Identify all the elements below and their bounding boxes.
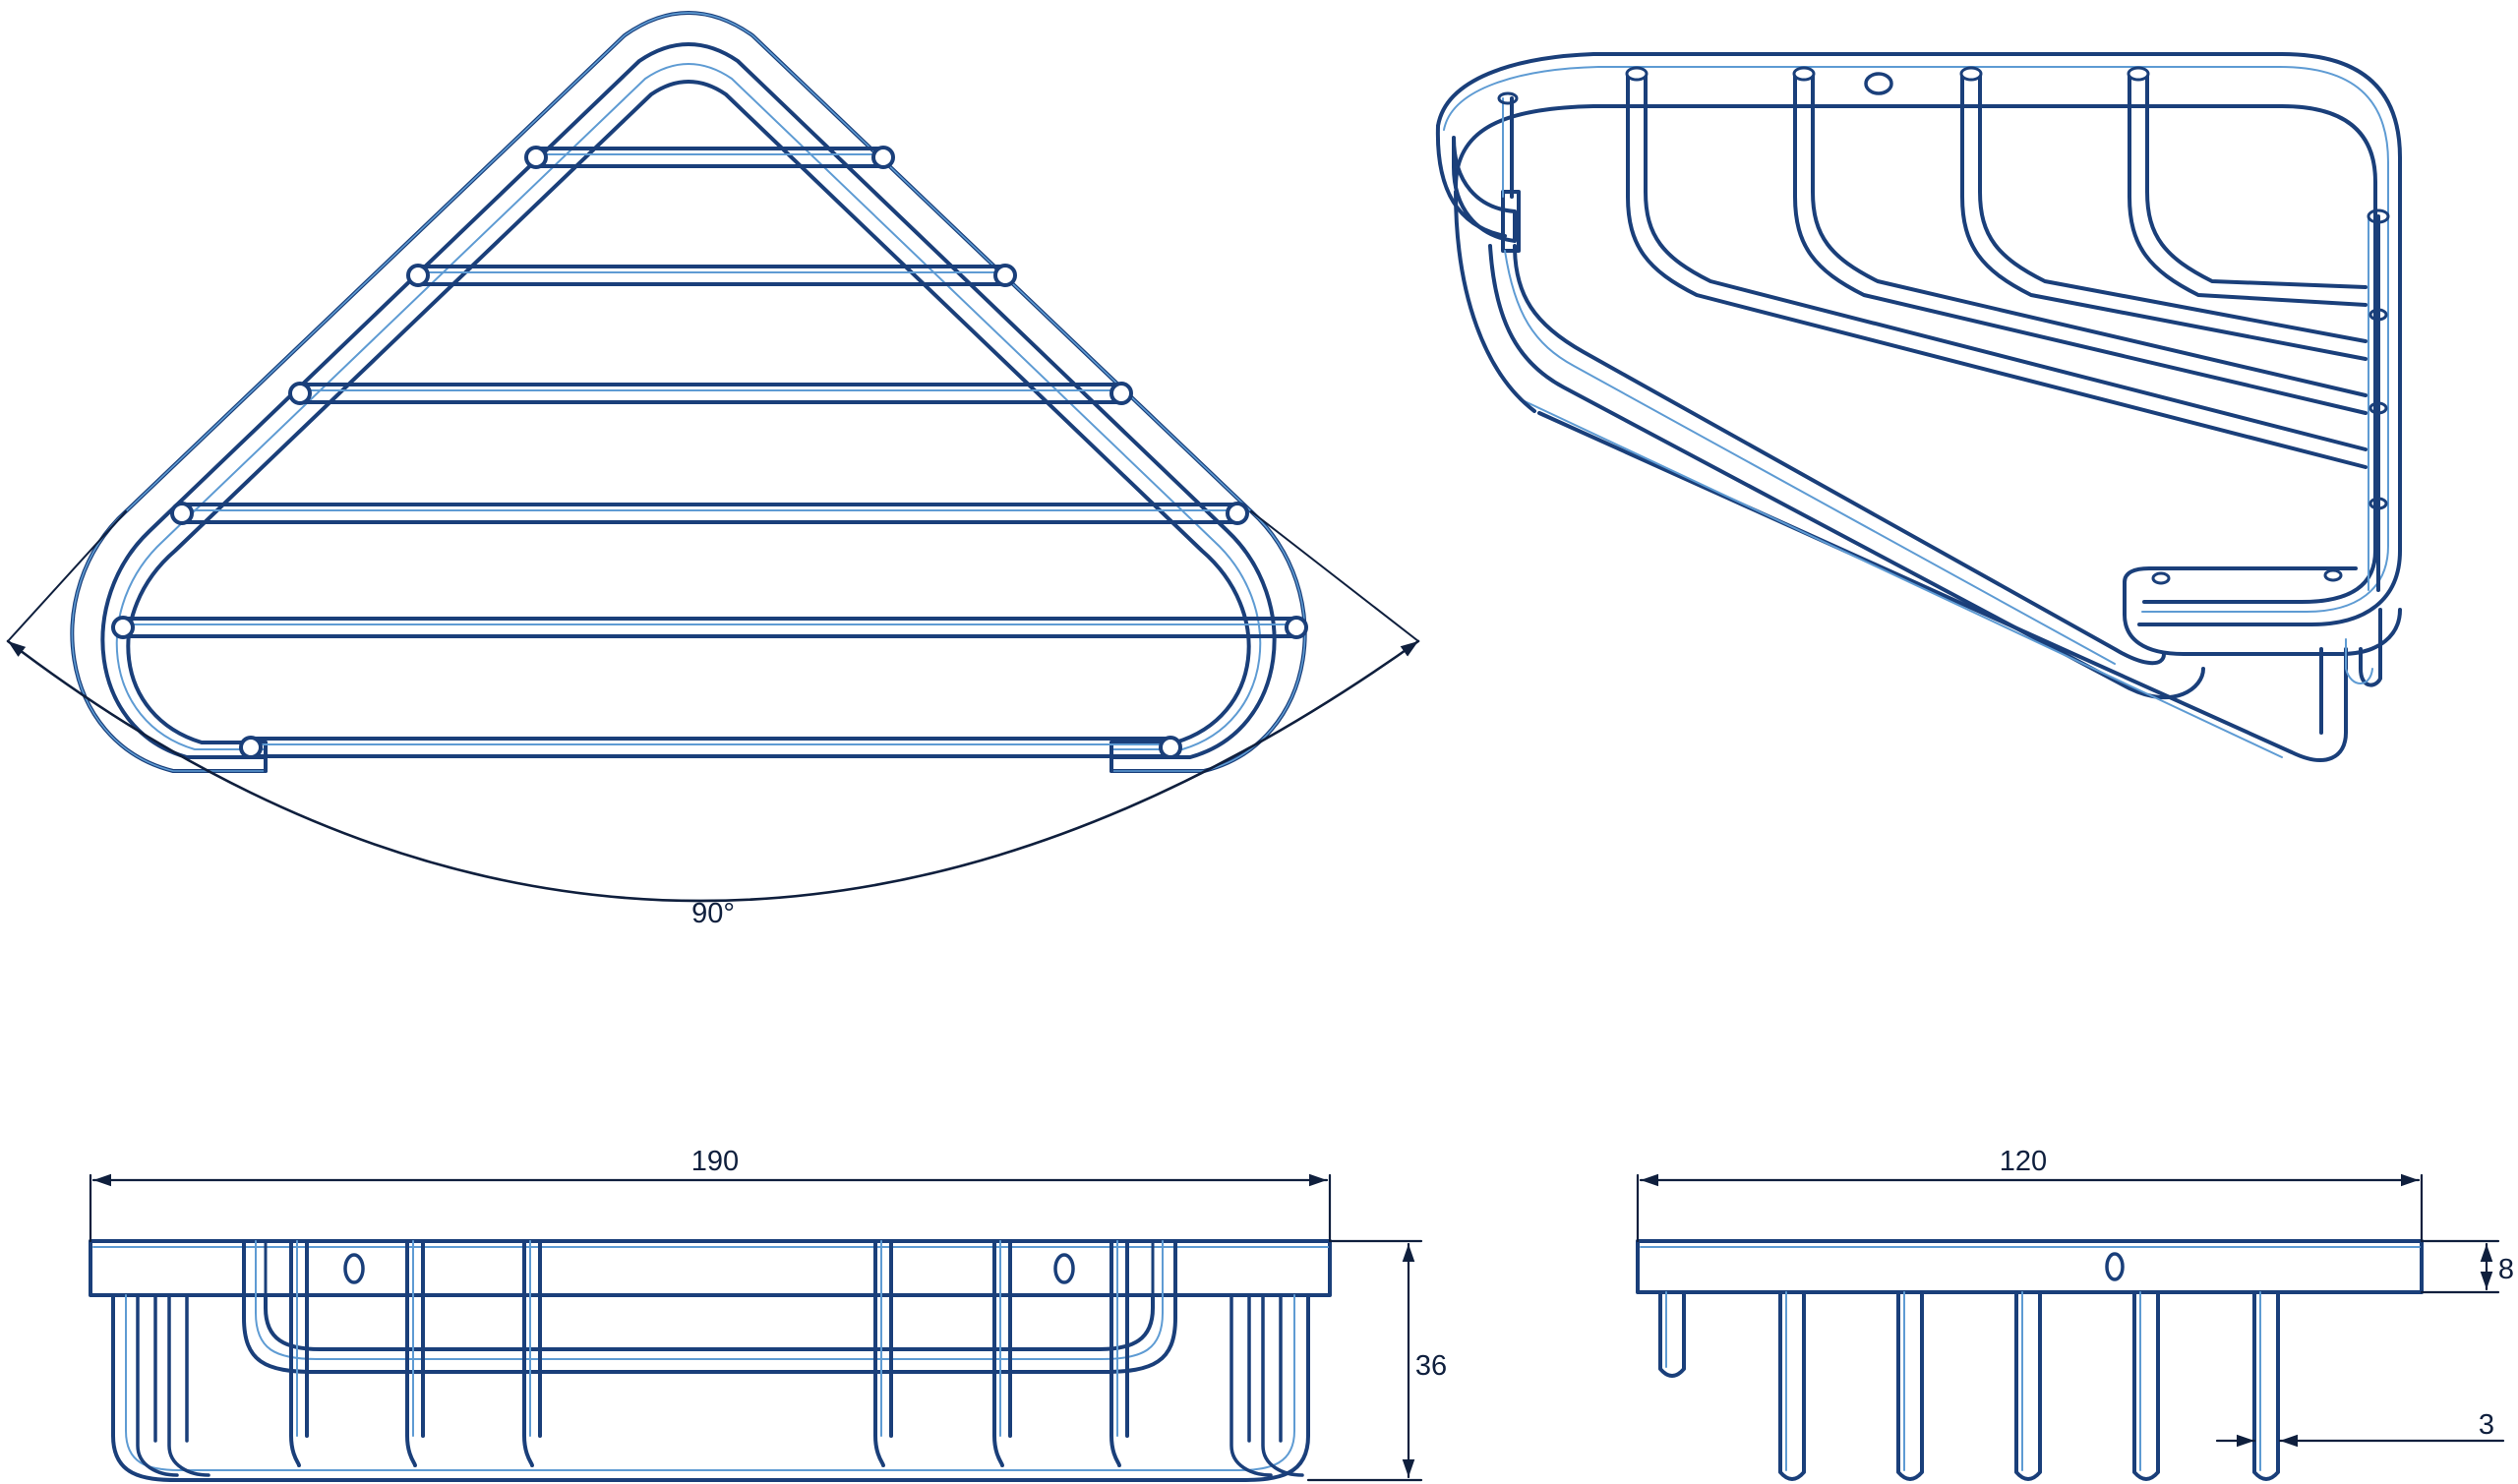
side-leg — [2014, 1290, 2042, 1481]
side-leg — [1896, 1290, 1924, 1481]
top-rod — [170, 502, 1249, 525]
front-view — [89, 1239, 1332, 1482]
rail-height-label: 8 — [2498, 1254, 2514, 1285]
top-rod — [524, 146, 895, 169]
front-wire — [522, 1239, 542, 1467]
angle-label: 90° — [691, 898, 735, 929]
top-rod — [111, 616, 1308, 639]
side-leg — [2252, 1290, 2280, 1481]
front-wire — [873, 1239, 893, 1467]
height-label: 36 — [1415, 1350, 1447, 1382]
iso-wire — [1625, 66, 2368, 469]
side-mount-hole — [2105, 1252, 2125, 1281]
angle-dimension: 90° — [6, 510, 1420, 929]
front-wire — [289, 1239, 309, 1467]
isometric-view — [1435, 52, 2402, 762]
top-view-rods — [111, 146, 1308, 759]
iso-front-rails — [1454, 190, 2382, 762]
dimension-lines — [89, 1173, 2505, 1482]
side-legs — [1658, 1290, 2280, 1481]
front-side-wire — [1229, 1293, 1273, 1477]
depth-label: 120 — [2000, 1146, 2047, 1177]
front-mount-hole-left — [343, 1253, 365, 1284]
front-wire — [992, 1239, 1012, 1467]
top-rod — [239, 736, 1182, 759]
iso-wire — [1792, 66, 2368, 415]
front-wire — [405, 1239, 425, 1467]
top-view-rim — [70, 11, 1307, 773]
top-rod — [288, 382, 1133, 405]
side-leg — [2132, 1290, 2160, 1481]
front-top-rail — [89, 1239, 1332, 1297]
iso-wire — [2127, 66, 2368, 307]
wire-gap-label: 3 — [2479, 1409, 2494, 1441]
iso-side-posts — [1497, 91, 2390, 592]
top-view — [70, 11, 1308, 773]
iso-wires — [1625, 66, 2368, 469]
side-leg — [1778, 1290, 1806, 1481]
front-side-wire — [167, 1293, 210, 1477]
top-rod — [406, 264, 1017, 287]
iso-mount-hole — [1864, 72, 1893, 95]
side-leg — [1658, 1290, 1686, 1378]
side-view — [1636, 1239, 2424, 1481]
front-side-wire — [1261, 1293, 1304, 1477]
iso-rim — [1435, 52, 2402, 656]
iso-wire — [1959, 66, 2368, 361]
front-side-wire — [136, 1293, 179, 1477]
side-top-rail — [1636, 1239, 2424, 1294]
front-wires — [136, 1239, 1304, 1477]
front-wire — [1109, 1239, 1129, 1467]
width-label: 190 — [691, 1146, 739, 1177]
front-mount-hole-right — [1053, 1253, 1075, 1284]
